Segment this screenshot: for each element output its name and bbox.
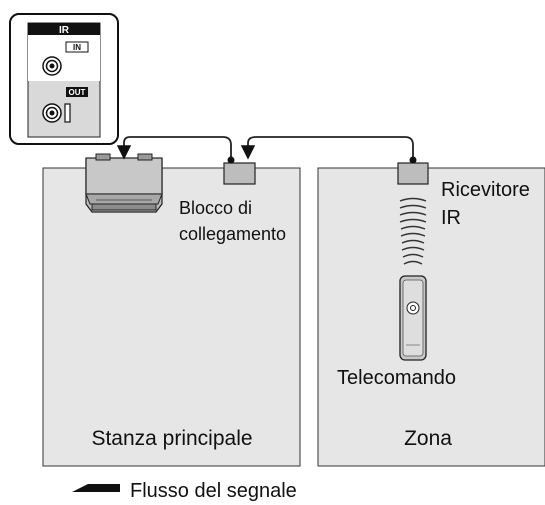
in-label: IN (73, 43, 81, 52)
signal-flow-legend: Flusso del segnale (72, 480, 297, 502)
main-room (42, 167, 301, 467)
out-label-box (66, 87, 88, 97)
ir-out-jack (42, 103, 71, 123)
wire-block-to-panel (116, 136, 232, 163)
ir-panel: IR IN OUT (9, 13, 119, 145)
main-room-label: Stanza principale (91, 427, 252, 450)
remote-label: Telecomando (337, 367, 456, 389)
connecting-block-label-line1: Blocco di (179, 198, 252, 218)
connecting-block-label-line2: collegamento (179, 224, 286, 244)
connecting-block (223, 162, 256, 185)
in-label-box (65, 41, 89, 53)
signal-flow-label: Flusso del segnale (130, 480, 297, 502)
out-label: OUT (69, 88, 86, 97)
zone-room-label: Zona (404, 427, 452, 450)
zone-room (317, 167, 545, 467)
remote-control (399, 275, 427, 361)
signal-flow-arrow-icon (72, 484, 120, 492)
ir-signal-waves (399, 197, 427, 265)
ir-header-bar (28, 23, 100, 35)
ir-receiver-label-line1: Ricevitore (441, 179, 530, 201)
ir-receiver-label-line2: IR (441, 207, 461, 229)
ir-header: IR (59, 25, 70, 36)
signal-wires (116, 136, 417, 164)
ir-in-jack (42, 56, 62, 76)
av-receiver-unit (85, 153, 163, 213)
ir-receiver (397, 162, 429, 185)
wire-receiver-to-block (240, 136, 414, 163)
